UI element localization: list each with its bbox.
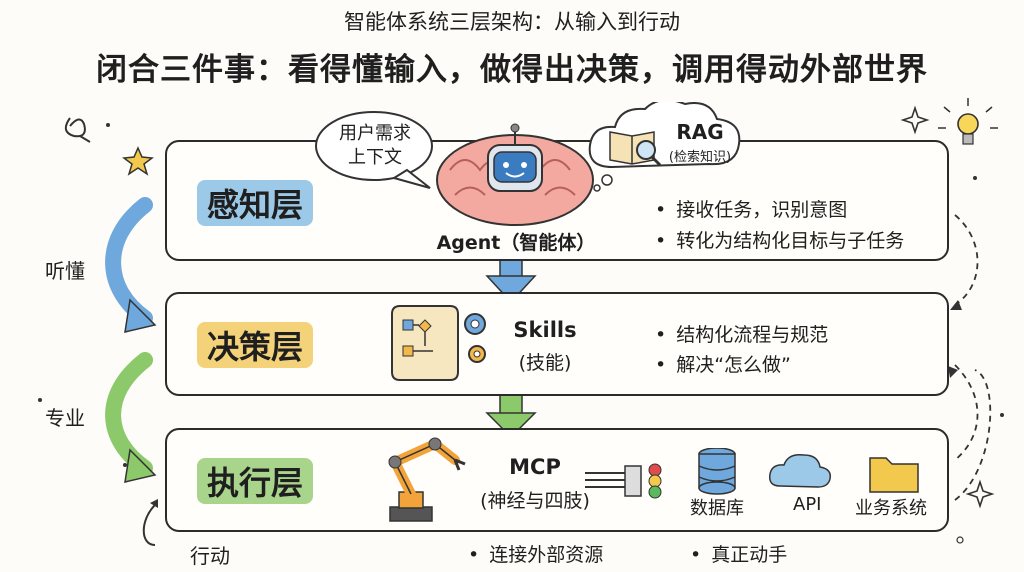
scroll-workflow-icon bbox=[391, 305, 486, 381]
side-label-action: 行动 bbox=[190, 544, 230, 568]
agent-brain-icon bbox=[436, 123, 594, 226]
down-arrow-green bbox=[485, 393, 537, 439]
decision-bullet: 结构化流程与规范 bbox=[655, 320, 828, 347]
agent-label: Agent（智能体） bbox=[436, 232, 596, 254]
sparkle-icon bbox=[900, 105, 930, 135]
folder-icon bbox=[869, 457, 919, 493]
rag-cloud bbox=[588, 102, 741, 192]
perception-layer-title: 感知层 bbox=[197, 180, 314, 226]
gear-icon bbox=[468, 345, 486, 363]
database-icon bbox=[698, 448, 736, 495]
mcp-title: MCP bbox=[509, 455, 561, 479]
curl-arrow bbox=[142, 504, 156, 546]
user-need-text: 用户需求 上下文 bbox=[339, 123, 411, 168]
swirl-doodle-icon bbox=[64, 117, 91, 143]
rag-subtitle: (检索知识) bbox=[668, 150, 732, 165]
gear-icon bbox=[464, 313, 486, 335]
rag-title: RAG bbox=[676, 120, 724, 144]
feedback-arrow-bottom bbox=[954, 364, 979, 461]
sparkle-icon bbox=[965, 479, 995, 509]
diagram-title: 闭合三件事：看得懂输入，做得出决策，调用得动外部世界 bbox=[96, 52, 928, 88]
resource-business-label: 业务系统 bbox=[855, 498, 927, 519]
speech-bubble bbox=[315, 111, 433, 189]
side-label-professional: 专业 bbox=[45, 406, 85, 430]
feedback-arrow-exec bbox=[954, 369, 992, 501]
decision-layer-title: 决策层 bbox=[197, 322, 314, 368]
lightbulb-icon bbox=[938, 98, 998, 145]
cloud-api-icon bbox=[768, 453, 832, 488]
decision-bullet: 解决“怎么做” bbox=[655, 350, 791, 377]
connectors bbox=[585, 448, 919, 499]
execution-bullet: 真正动手 bbox=[690, 540, 787, 567]
book-search-icon bbox=[609, 131, 662, 167]
diagram-subtitle: 智能体系统三层架构：从输入到行动 bbox=[344, 10, 680, 34]
star-doodle-icon bbox=[122, 146, 154, 176]
decision-layer: 决策层 bbox=[165, 292, 949, 396]
robot-arm-icon bbox=[388, 437, 466, 522]
execution-bullet: 连接外部资源 bbox=[468, 540, 603, 567]
side-label-listen: 听懂 bbox=[45, 259, 85, 283]
flow-arrow-listen bbox=[105, 197, 153, 326]
mcp-subtitle: (神经与四肢) bbox=[480, 490, 590, 512]
perception-bullet: 接收任务，识别意图 bbox=[655, 195, 847, 222]
feedback-arrow-top bbox=[954, 214, 979, 306]
skills-title: Skills bbox=[513, 318, 577, 342]
cable-connector-icon bbox=[585, 463, 662, 499]
resource-api-label: API bbox=[793, 494, 822, 515]
execution-layer-title: 执行层 bbox=[197, 458, 314, 504]
skills-subtitle: (技能) bbox=[518, 352, 572, 374]
perception-bullet: 转化为结构化目标与子任务 bbox=[655, 226, 904, 253]
resource-database-label: 数据库 bbox=[690, 498, 744, 519]
